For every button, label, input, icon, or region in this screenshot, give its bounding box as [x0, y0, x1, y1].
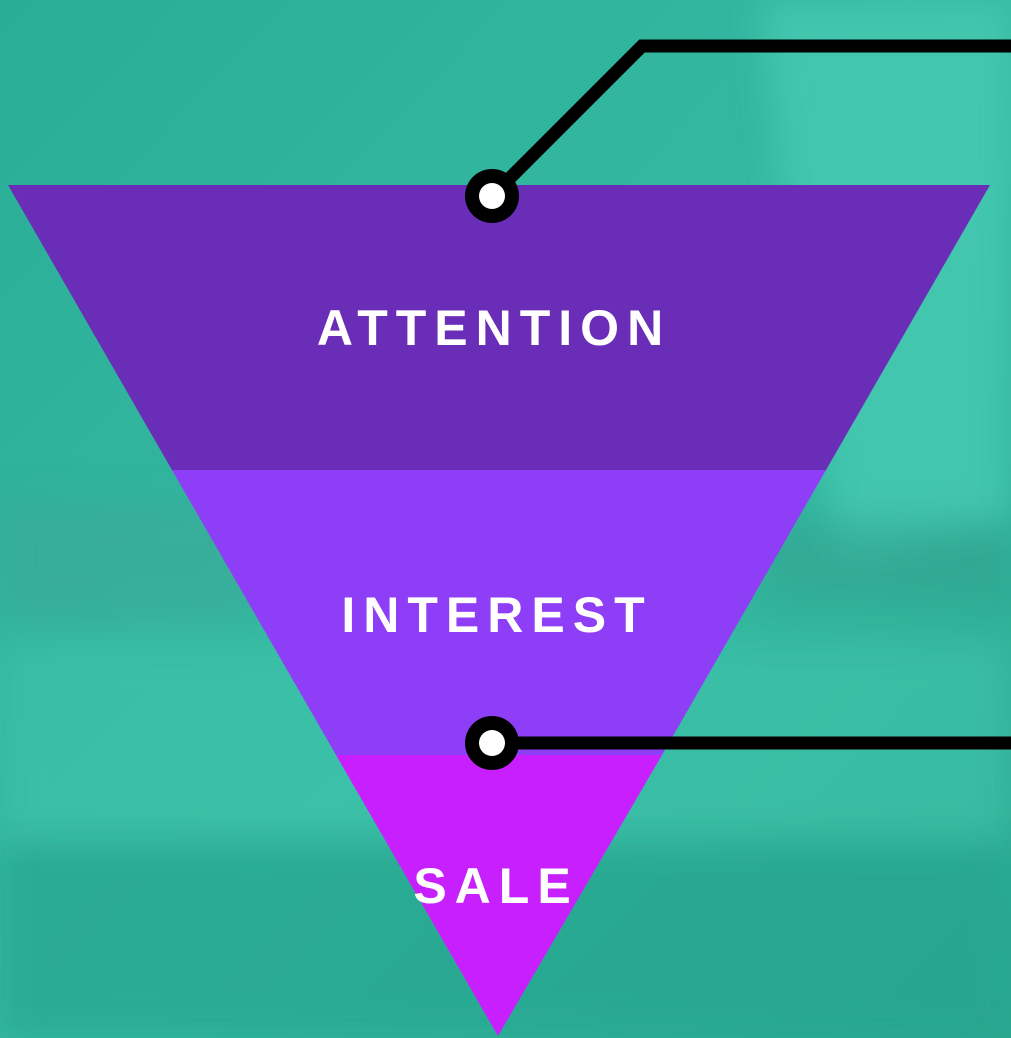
interest-label: INTEREST	[341, 587, 652, 643]
sale-label: SALE	[413, 858, 578, 914]
funnel-band-attention	[8, 185, 990, 470]
connector-node-top	[465, 169, 519, 223]
funnel-band-sale	[336, 755, 662, 1036]
attention-label: ATTENTION	[317, 300, 671, 356]
connector-line-top	[487, 39, 1011, 201]
funnel-band-interest	[172, 470, 826, 755]
connector-node-bottom	[465, 716, 519, 770]
